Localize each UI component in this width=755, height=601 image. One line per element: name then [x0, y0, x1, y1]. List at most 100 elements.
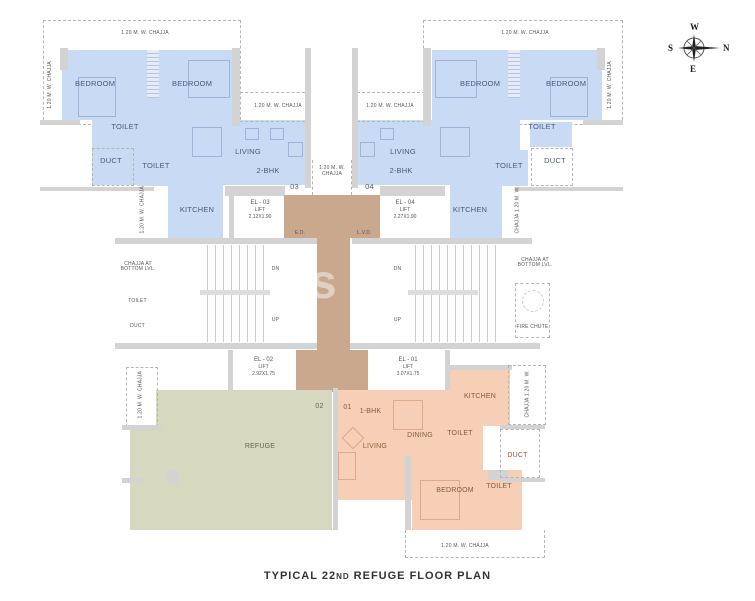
unit04-duct-box: [531, 148, 573, 186]
landing: [200, 290, 270, 295]
unit04-toilet2-area: [495, 150, 528, 186]
unit01-duct-box: [500, 429, 540, 478]
chajja-label: 1.20 M. W. CHAJJA: [501, 30, 549, 36]
wall: [115, 238, 317, 244]
compass-icon: [678, 34, 720, 62]
unit04-bedroom2-label: BEDROOM: [546, 79, 587, 88]
wall: [350, 343, 540, 349]
wall: [352, 238, 532, 244]
unit03-bedroom2-label: BEDROOM: [172, 79, 213, 88]
chajja-label: 1.20 M. W. CHAJJA: [319, 165, 345, 177]
chajja-label: CHAJJA AT BOTTOM LVL.: [120, 261, 156, 272]
core-left-toilet-label: TOILET: [128, 298, 147, 304]
lift-type: LIFT: [254, 207, 266, 213]
chajja-outline: [405, 530, 545, 558]
unit01-type-label: 1-BHK: [359, 408, 382, 415]
chajja-label: 1.20 M. W. CHAJJA: [139, 185, 146, 234]
plan-title: TYPICAL 22ND REFUGE FLOOR PLAN: [0, 570, 755, 582]
sofa: [360, 142, 375, 157]
wall: [583, 120, 623, 125]
lift-name: EL - 04: [395, 200, 415, 206]
stair-dn-label: DN: [271, 266, 280, 272]
wall: [40, 120, 80, 125]
unit04-bedroom1-label: BEDROOM: [460, 79, 501, 88]
wall: [115, 343, 317, 349]
wall: [450, 365, 512, 370]
compass-east: E: [690, 64, 697, 74]
sofa: [270, 128, 284, 140]
lobby-corridor: [317, 238, 350, 350]
bed: [188, 60, 230, 98]
chajja-label: 1.20 M. W. CHAJJA: [121, 30, 169, 36]
ed-label: E.D.: [294, 230, 306, 236]
fire-chute-circle: [522, 290, 544, 312]
chajja-label: 1.20 M. W. CHAJJA: [441, 543, 489, 549]
unit04-toilet1-label: TOILET: [528, 122, 556, 131]
bed: [78, 77, 116, 117]
unit03-kitchen-label: KITCHEN: [179, 205, 215, 214]
lift-size: 2.12X1.90: [248, 214, 272, 220]
title-prefix: TYPICAL 22: [263, 570, 337, 582]
unit01-living-label: LIVING: [362, 443, 388, 450]
chajja-label: 1.20 M. W. CHAJJA: [254, 103, 302, 109]
dining-table: [192, 127, 222, 157]
compass-west: W: [690, 22, 699, 32]
lvd-label: L.V.D.: [357, 230, 372, 236]
unit02-number: 02: [315, 403, 324, 410]
bed: [420, 480, 460, 520]
sofa: [288, 142, 303, 157]
lift-el01: EL - 01 LIFT 3.07X1.75: [378, 357, 438, 378]
stair-up-label: UP: [393, 317, 402, 323]
lift-el03: EL - 03 LIFT 2.12X1.90: [235, 200, 285, 221]
chajja-outline: [508, 365, 546, 425]
core-left-duct-label: DUCT: [130, 323, 145, 329]
wardrobe: [147, 50, 159, 98]
refuge-area: [156, 390, 332, 530]
wall: [445, 350, 450, 390]
unit03-toilet2-label: TOILET: [142, 161, 170, 170]
unit04-number: 04: [365, 182, 374, 191]
unit04-duct-label: DUCT: [544, 156, 566, 165]
unit04-living-label: LIVING: [390, 147, 416, 156]
chajja-outline: [312, 160, 352, 195]
wall: [122, 425, 162, 430]
unit03-duct-label: DUCT: [100, 156, 122, 165]
wall: [60, 48, 68, 70]
watermark: s: [310, 256, 337, 309]
unit01-number: 01: [343, 404, 352, 411]
wall: [500, 425, 545, 429]
unit03-toilet2-area: [137, 150, 170, 186]
fire-chute-box: [515, 283, 550, 338]
unit01-bedroom-label: BEDROOM: [436, 487, 474, 494]
sofa: [338, 452, 356, 480]
chajja-label: CHAJJA 1.20 M. W.: [514, 186, 521, 234]
unit04-toilet1-area: [530, 122, 572, 147]
unit04-kitchen-label: KITCHEN: [452, 205, 488, 214]
unit01-toilet2-label: TOILET: [486, 483, 512, 490]
wall: [405, 455, 411, 530]
title-suffix: REFUGE FLOOR PLAN: [349, 570, 492, 582]
wall: [333, 388, 338, 530]
wall: [229, 192, 234, 238]
unit03-number: 03: [290, 182, 299, 191]
lobby-top: [284, 195, 380, 238]
wall: [515, 187, 623, 191]
column: [166, 470, 179, 483]
unit03-type-label: 2-BHK: [256, 166, 280, 175]
chajja-label: CHAJJA 1.20 M. W.: [524, 370, 531, 418]
wall: [597, 48, 605, 70]
sofa: [245, 128, 259, 140]
stair-dn-label: DN: [393, 266, 402, 272]
unit03-toilet1-label: TOILET: [111, 122, 139, 131]
lift-size: 2.27X1.90: [393, 214, 417, 220]
lift-type: LIFT: [399, 207, 411, 213]
unit01-dining-label: DINING: [407, 432, 433, 439]
wall: [305, 48, 311, 188]
refuge-label: REFUGE: [244, 443, 276, 450]
chajja-label: 1.20 M. W. CHAJJA: [366, 103, 414, 109]
compass-rose: W S N E: [668, 22, 732, 78]
lift-type: LIFT: [402, 364, 414, 370]
lift-name: EL - 03: [250, 200, 270, 206]
unit01-kitchen-area: [450, 368, 510, 426]
